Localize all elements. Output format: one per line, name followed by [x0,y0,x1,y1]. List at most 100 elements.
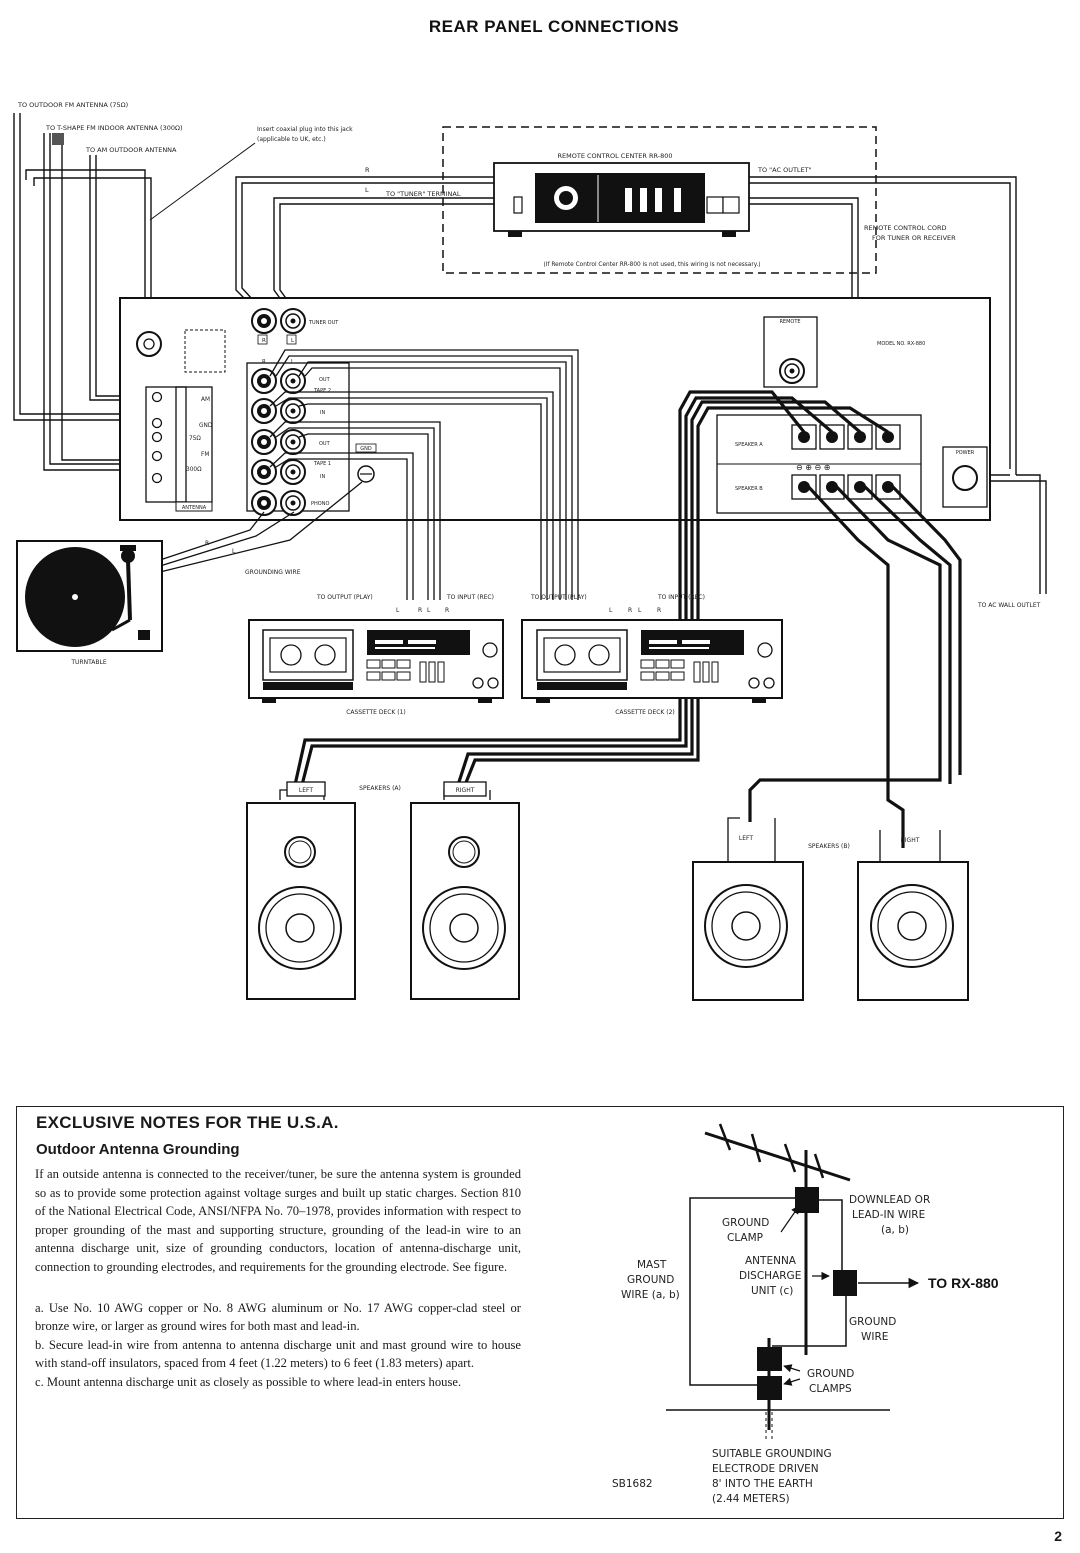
clamps-label-1: GROUND [807,1368,854,1380]
speakers-a-label: SPEAKERS (A) [359,785,401,792]
antenna-hatch [52,133,64,145]
power-socket [952,465,978,491]
power-label: POWER [956,450,975,456]
gnd-tag-box [355,443,377,453]
speaker-b-right-label: RIGHT [901,837,920,844]
fm75-coax-jack [136,331,162,357]
coax-note-leader [149,142,256,221]
deck1-to-input-label: TO INPUT (REC) [446,594,494,601]
speaker-b-left-label: LEFT [739,835,753,842]
deck1-label: CASSETTE DECK (1) [346,709,406,716]
discharge-label-2: DISCHARGE [739,1270,801,1282]
tape-wires [269,349,579,600]
speaker-cables-thin [279,789,941,862]
tape2-in-label: IN [320,410,325,416]
tape1-label: TAPE 1 [313,461,331,467]
turntable [16,540,163,652]
remote-cord-label-1: REMOTE CONTROL CORD [864,224,946,232]
notes-item-c: c. Mount antenna discharge unit as close… [35,1374,462,1389]
to-rx-880-label: TO RX-880 [928,1275,999,1291]
notes-item-a: a. Use No. 10 AWG copper or No. 8 AWG al… [35,1300,521,1334]
deck2-to-input-label: TO INPUT (REC) [657,594,705,601]
am-antenna-label: TO AM OUTDOOR ANTENNA [85,146,177,154]
discharge-label-1: ANTENNA [745,1255,797,1267]
remote-to-tuner-label: TO "TUNER" TERMINAL [385,190,461,198]
ac-wall-label: TO AC WALL OUTLET [977,602,1041,609]
electrode-label-2: ELECTRODE DRIVEN [712,1463,819,1475]
notes-text: If an outside antenna is connected to th… [35,1165,521,1392]
electrode-label-4: (2.44 METERS) [712,1493,790,1505]
tape1-out-label: OUT [319,441,331,447]
phono-l-jack [251,490,277,516]
coax-note-1: Insert coaxial plug into this jack [257,126,353,133]
electrode-label-3: 8' INTO THE EARTH [712,1478,813,1490]
speaker-b-terminals [791,474,901,500]
tuner-r-tag: R [262,338,266,344]
clamps-label-2: CLAMPS [809,1383,852,1395]
speaker-a-right [410,802,520,1000]
speaker-cables [293,390,962,848]
tuner-out-l-jack [251,308,277,334]
mast-label-3: WIRE (a, b) [621,1289,680,1301]
downlead-label-2: LEAD-IN WIRE [852,1209,925,1221]
turntable-l-label: L [232,548,236,555]
ground-clamp-top [795,1187,819,1213]
ground-clamp-label-1: GROUND [722,1217,769,1229]
remote-control-center-unit [493,162,750,237]
tuner-l-tag: L [291,338,295,344]
remote-jack-label: REMOTE [779,319,800,325]
deck1-l-out: L [396,607,400,614]
notes-subheading: Outdoor Antenna Grounding [36,1141,240,1158]
grounding-labels: DOWNLEAD OR LEAD-IN WIRE (a, b) GROUND C… [612,1194,930,1505]
deck1-to-output-label: TO OUTPUT (PLAY) [316,594,373,601]
speakers-b-label: SPEAKERS (B) [808,843,850,850]
speaker-a-left [246,802,356,1000]
terminal-am-label: AM [201,397,210,403]
speaker-a-left-label: LEFT [299,787,313,794]
notes-heading: EXCLUSIVE NOTES FOR THE U.S.A. [36,1113,339,1132]
tuner-l-tag-box [286,334,297,345]
antenna-discharge-unit [833,1270,857,1296]
speaker-b-right [857,861,969,1001]
notes-list: a. Use No. 10 AWG copper or No. 8 AWG al… [35,1299,521,1392]
tape2-in-r-jack [280,398,306,424]
tuner-out-r-jack [280,308,306,334]
grounding-wire-label: GROUNDING WIRE [245,569,301,576]
figure-code: SB1682 [612,1478,653,1490]
turntable-label: TURNTABLE [70,659,106,666]
jack-l-tag: L [291,359,295,365]
model-number: MODEL NO. RX-880 [877,341,925,347]
tape1-in-r-jack [280,459,306,485]
downlead-label-3: (a, b) [881,1224,909,1236]
cassette-deck-1 [248,619,504,703]
deck2-l-in: L [638,607,642,614]
page-title: REAR PANEL CONNECTIONS [429,17,679,36]
deck1-l-in: L [427,607,431,614]
deck1-r-out: R [418,607,422,614]
ground-clamp-label-2: CLAMP [727,1232,763,1244]
jack-r-tag: R [262,359,266,365]
deck2-l-out: L [609,607,613,614]
phono-label: PHONO [311,501,329,507]
remote-to-ac-label: TO "AC OUTLET" [757,166,812,174]
speaker-a-right-label: RIGHT [456,787,475,794]
gnd-label: GND [360,446,372,452]
tape2-in-l-jack [251,398,277,424]
downlead-label-1: DOWNLEAD OR [849,1194,930,1206]
coax-note-2: (applicable to UK, etc.) [257,136,326,143]
speaker-b-label: SPEAKER B [735,486,763,492]
deck2-to-output-label: TO OUTPUT (PLAY) [530,594,587,601]
speaker-b-left [692,861,804,1001]
tape2-label: TAPE 2 [313,388,331,394]
remote-dashed-box [442,126,877,274]
tape1-out-l-jack [251,429,277,455]
power-cord-housing [942,446,988,508]
remote-r-label: R [365,166,370,174]
mast-label-2: GROUND [627,1274,674,1286]
deck2-label: CASSETTE DECK (2) [615,709,675,716]
tape1-out-r-jack [280,429,306,455]
usa-notes-box: EXCLUSIVE NOTES FOR THE U.S.A. Outdoor A… [16,1106,1064,1519]
electrode-label-1: SUITABLE GROUNDING [712,1448,832,1460]
ground-wire-label-1: GROUND [849,1316,896,1328]
